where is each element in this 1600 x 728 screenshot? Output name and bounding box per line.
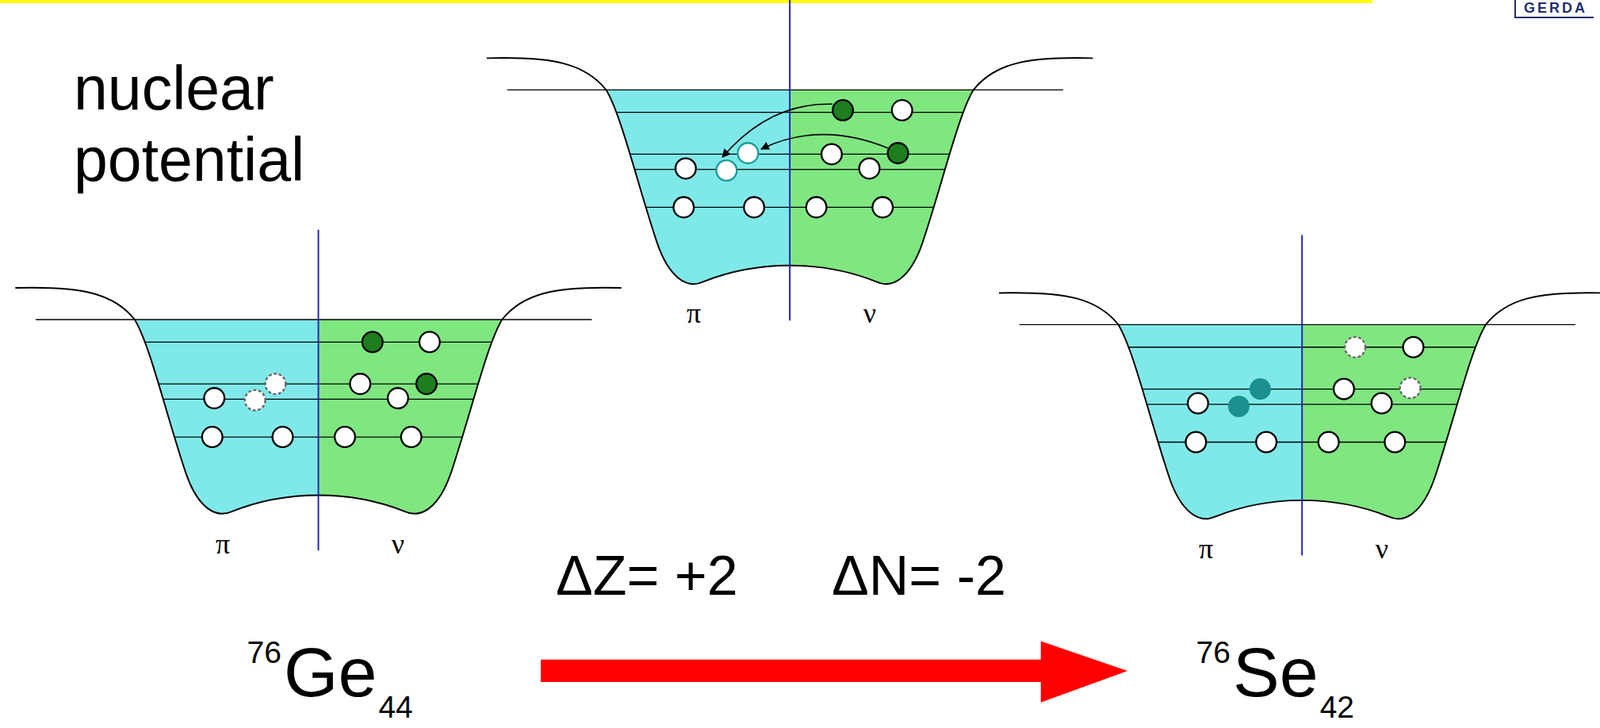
charge-change: ΔZ= +2	[555, 547, 739, 604]
element-symbol: Ge	[283, 637, 377, 708]
neutron-side-label: ν	[391, 529, 405, 559]
potential-well	[999, 234, 1600, 556]
mass-number: 76	[1196, 636, 1231, 668]
logo-text: GERDA	[1514, 0, 1594, 19]
potential-well	[486, 0, 1093, 321]
proton-side-label: π	[686, 298, 701, 328]
heading-text: nuclear potential	[73, 52, 344, 196]
element-symbol: Se	[1232, 637, 1319, 708]
neutron-side-label: ν	[1375, 534, 1389, 563]
proton-side-label: π	[215, 529, 230, 559]
neutron-number: 42	[1320, 691, 1355, 723]
potential-well	[15, 229, 621, 551]
mass-number: 76	[247, 636, 282, 668]
neutron-side-label: ν	[863, 298, 877, 328]
neutron-change: ΔN= -2	[831, 547, 1007, 604]
title-rule	[0, 0, 1373, 4]
proton-side-label: π	[1198, 534, 1214, 563]
decay-arrow	[540, 641, 1128, 703]
neutron-number: 44	[378, 691, 413, 723]
